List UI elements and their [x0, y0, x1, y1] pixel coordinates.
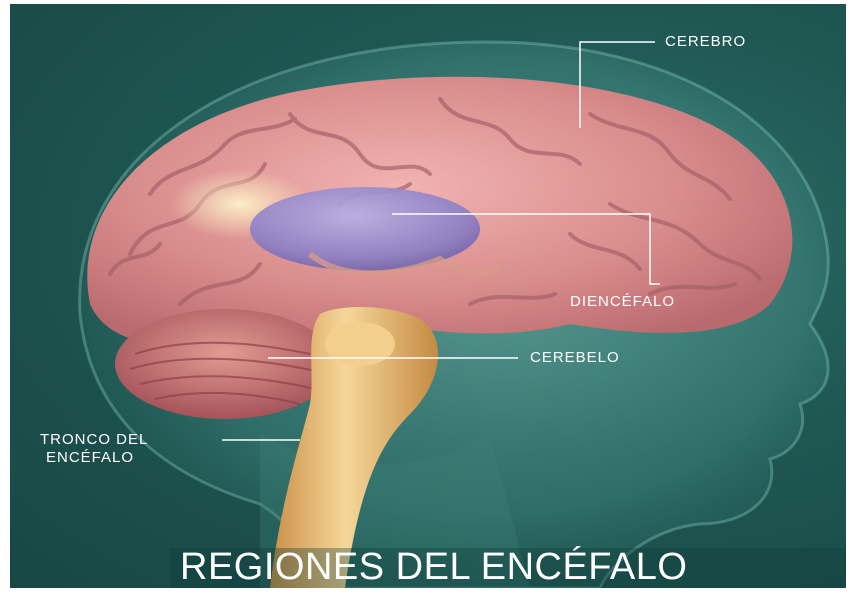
figure-title: REGIONES DEL ENCÉFALO: [180, 546, 687, 588]
label-diencefalo: DIENCÉFALO: [570, 294, 675, 310]
pons-shape: [325, 322, 395, 366]
label-cerebro: CEREBRO: [665, 34, 746, 50]
brain-illustration: [10, 4, 846, 588]
label-tronco-line1: TRONCO DEL: [40, 432, 148, 448]
thalamus-shape: [250, 187, 480, 271]
illustration-panel: CEREBRO DIENCÉFALO CEREBELO TRONCO DEL E…: [10, 4, 846, 588]
label-cerebelo: CEREBELO: [530, 350, 620, 366]
label-tronco-line2: ENCÉFALO: [46, 450, 134, 466]
